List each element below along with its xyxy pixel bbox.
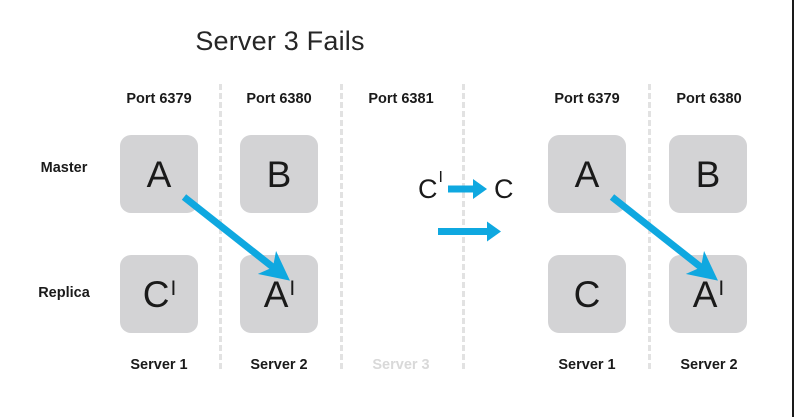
node-letter: B [695, 153, 721, 195]
node-right-master-server2[interactable]: B [669, 135, 747, 213]
port-label-left-col3: Port 6381 [368, 91, 434, 107]
server-label-left-1: Server 1 [130, 357, 188, 373]
node-letter: C [142, 273, 170, 315]
legend-from-letter: C [418, 173, 438, 204]
node-letter: A [692, 273, 718, 315]
legend-from-prime: I [438, 168, 443, 186]
node-left-master-server2[interactable]: B [240, 135, 318, 213]
server-label-left-2: Server 2 [250, 357, 308, 373]
legend-to-letter: C [493, 173, 514, 204]
server-label-right-1: Server 1 [558, 357, 616, 373]
row-label-master: Master [40, 160, 88, 176]
divider-left-2 [340, 84, 343, 369]
node-letter: A [574, 153, 600, 195]
server-label-right-2: Server 2 [680, 357, 738, 373]
node-prime: I [718, 276, 725, 300]
port-label-right-col2: Port 6380 [676, 91, 742, 107]
server-label-left-3: Server 3 [372, 357, 430, 373]
right-arrow-icon [447, 179, 487, 199]
legend-from-node: CI [418, 169, 443, 205]
node-left-master-server1[interactable]: A [120, 135, 198, 213]
node-letter: C [573, 273, 601, 315]
node-letter: B [266, 153, 292, 195]
page-title: Server 3 Fails [195, 26, 365, 56]
divider-left-3 [462, 84, 465, 369]
port-label-right-col1: Port 6379 [554, 91, 620, 107]
node-right-replica-server1[interactable]: C [548, 255, 626, 333]
port-label-left-col2: Port 6380 [246, 91, 312, 107]
right-arrow-icon-standalone [438, 221, 501, 242]
divider-left-1 [219, 84, 222, 369]
node-letter: A [263, 273, 289, 315]
legend-transition: CI C [418, 169, 514, 206]
divider-right-1 [648, 84, 651, 369]
legend-to-node: C [494, 174, 514, 205]
node-letter: A [146, 153, 172, 195]
node-prime: I [170, 276, 177, 300]
port-label-left-col1: Port 6379 [126, 91, 192, 107]
node-prime: I [289, 276, 296, 300]
row-label-replica: Replica [38, 285, 90, 301]
node-right-master-server1[interactable]: A [548, 135, 626, 213]
